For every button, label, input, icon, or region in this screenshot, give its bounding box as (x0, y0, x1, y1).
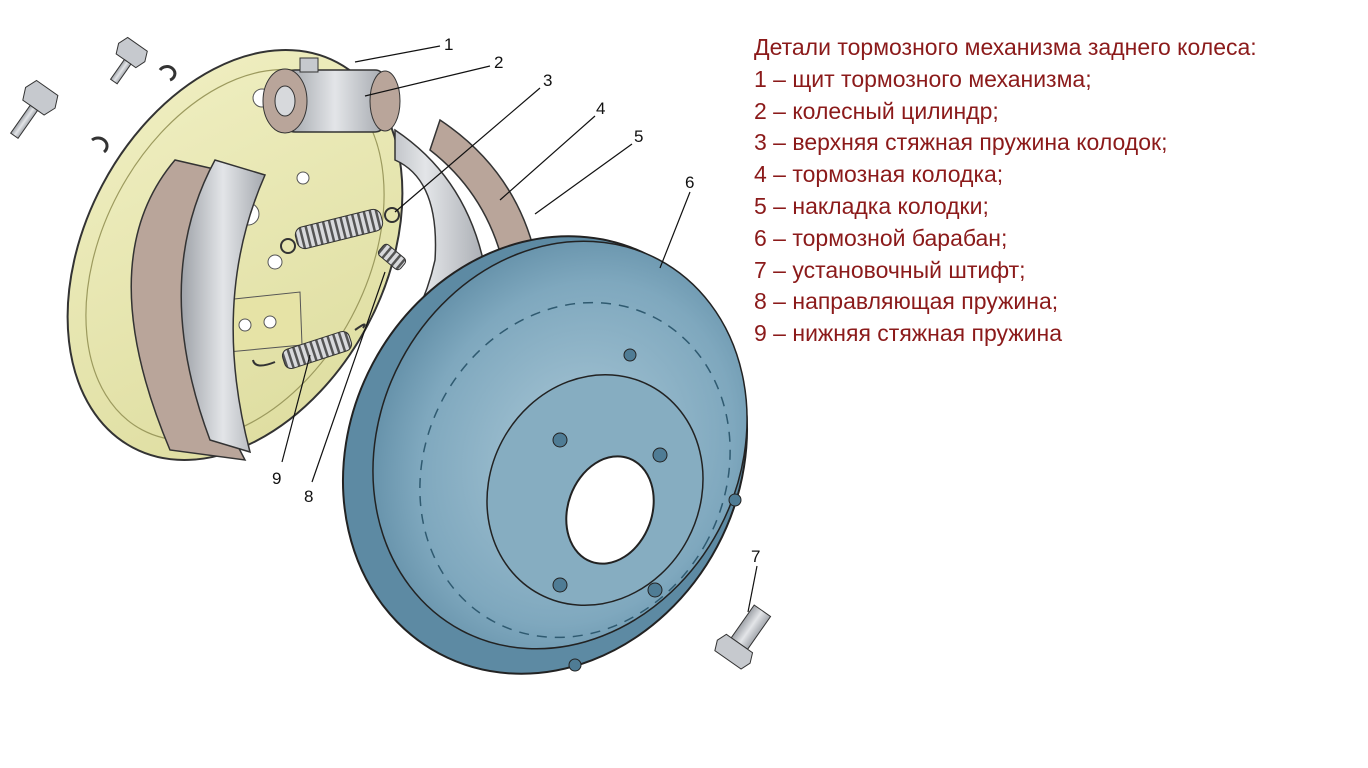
callout-numbers: 1 2 3 4 5 6 7 8 9 (272, 35, 760, 566)
callout-8: 8 (304, 487, 313, 506)
legend-item-9: 9 – нижняя стяжная пружина (754, 320, 1062, 347)
callout-5: 5 (634, 127, 643, 146)
legend-item-8: 8 – направляющая пружина; (754, 288, 1059, 315)
mounting-bolts (9, 36, 177, 154)
callout-9: 9 (272, 469, 281, 488)
legend-item-1: 1 – щит тормозного механизма; (754, 65, 1092, 92)
locating-pin (714, 604, 772, 670)
callout-2: 2 (494, 53, 503, 72)
left-brake-shoe (130, 159, 267, 461)
upper-spring (280, 207, 400, 254)
legend-item-7: 7 – установочный штифт; (754, 256, 1026, 283)
brake-drum (342, 235, 748, 675)
legend-item-5: 5 – накладка колодки; (754, 192, 989, 219)
leader-lines (281, 45, 758, 613)
callout-4: 4 (596, 99, 605, 118)
lower-spring (252, 323, 366, 370)
legend-item-6: 6 – тормозной барабан; (754, 224, 1008, 251)
callout-6: 6 (685, 173, 694, 192)
callout-1: 1 (444, 35, 453, 54)
legend-item-3: 3 – верхняя стяжная пружина колодок; (754, 129, 1168, 156)
parts-legend: Детали тормозного механизма заднего коле… (754, 32, 1364, 350)
legend-title: Детали тормозного механизма заднего коле… (754, 34, 1257, 60)
legend-item-4: 4 – тормозная колодка; (754, 161, 1004, 188)
callout-7: 7 (751, 547, 760, 566)
callout-3: 3 (543, 71, 552, 90)
wheel-cylinder (262, 57, 401, 134)
guide-spring (377, 243, 407, 271)
legend-item-2: 2 – колесный цилиндр; (754, 97, 999, 124)
